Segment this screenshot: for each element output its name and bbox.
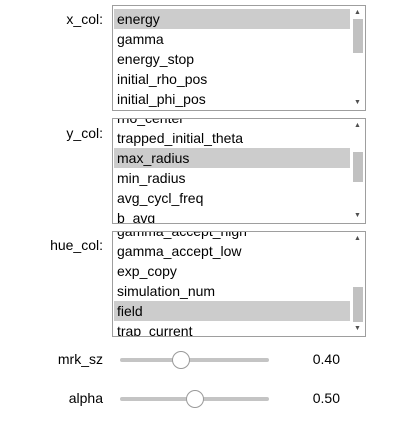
- scrollbar-thumb[interactable]: [353, 287, 363, 322]
- alpha-slider-handle[interactable]: [185, 390, 204, 408]
- x-col-label: x_col:: [66, 11, 103, 27]
- x-col-scrollbar[interactable]: ▲ ▼: [350, 6, 365, 110]
- list-item[interactable]: initial_rho_pos: [117, 71, 208, 87]
- list-item[interactable]: exp_copy: [117, 263, 177, 279]
- triangle-down-icon[interactable]: ▼: [354, 212, 361, 219]
- alpha-value: 0.50: [312, 390, 340, 406]
- x-col-listbox[interactable]: energy gamma energy_stop initial_rho_pos…: [112, 5, 366, 111]
- list-item[interactable]: energy_stop: [117, 51, 195, 67]
- list-item[interactable]: gamma: [117, 31, 164, 47]
- hue-col-scrollbar[interactable]: ▲ ▼: [350, 232, 365, 336]
- list-item[interactable]: initial_phi_pos: [117, 91, 206, 107]
- list-item[interactable]: gamma_accept_high: [117, 231, 247, 239]
- list-item[interactable]: avg_cycl_freq: [117, 190, 204, 206]
- list-item[interactable]: simulation_num: [117, 283, 216, 299]
- triangle-down-icon[interactable]: ▼: [354, 99, 361, 106]
- list-item[interactable]: energy: [114, 9, 350, 29]
- list-item[interactable]: min_radius: [117, 170, 186, 186]
- mrk-sz-slider[interactable]: [120, 358, 269, 362]
- y-col-label: y_col:: [66, 125, 103, 141]
- scrollbar-thumb[interactable]: [353, 152, 363, 182]
- mrk-sz-label: mrk_sz: [57, 351, 103, 367]
- mrk-sz-slider-handle[interactable]: [172, 351, 191, 369]
- scrollbar-thumb[interactable]: [353, 19, 363, 53]
- list-item[interactable]: b_avg: [117, 210, 156, 224]
- list-item[interactable]: gamma_accept_low: [117, 243, 242, 259]
- hue-col-listbox[interactable]: gamma_accept_high gamma_accept_low exp_c…: [112, 231, 366, 337]
- mrk-sz-value: 0.40: [312, 351, 340, 367]
- triangle-up-icon[interactable]: ▲: [354, 122, 361, 129]
- list-item[interactable]: trapped_initial_theta: [117, 130, 244, 146]
- triangle-down-icon[interactable]: ▼: [354, 325, 361, 332]
- hue-col-label: hue_col:: [50, 237, 103, 253]
- list-item[interactable]: trap_current: [117, 323, 193, 337]
- triangle-up-icon[interactable]: ▲: [354, 235, 361, 242]
- list-item[interactable]: max_radius: [114, 148, 350, 168]
- triangle-up-icon[interactable]: ▲: [354, 9, 361, 16]
- list-item[interactable]: field: [114, 301, 350, 321]
- list-item[interactable]: rho_center: [117, 118, 184, 126]
- y-col-scrollbar[interactable]: ▲ ▼: [350, 119, 365, 223]
- y-col-listbox[interactable]: rho_center trapped_initial_theta max_rad…: [112, 118, 366, 224]
- alpha-label: alpha: [68, 390, 103, 406]
